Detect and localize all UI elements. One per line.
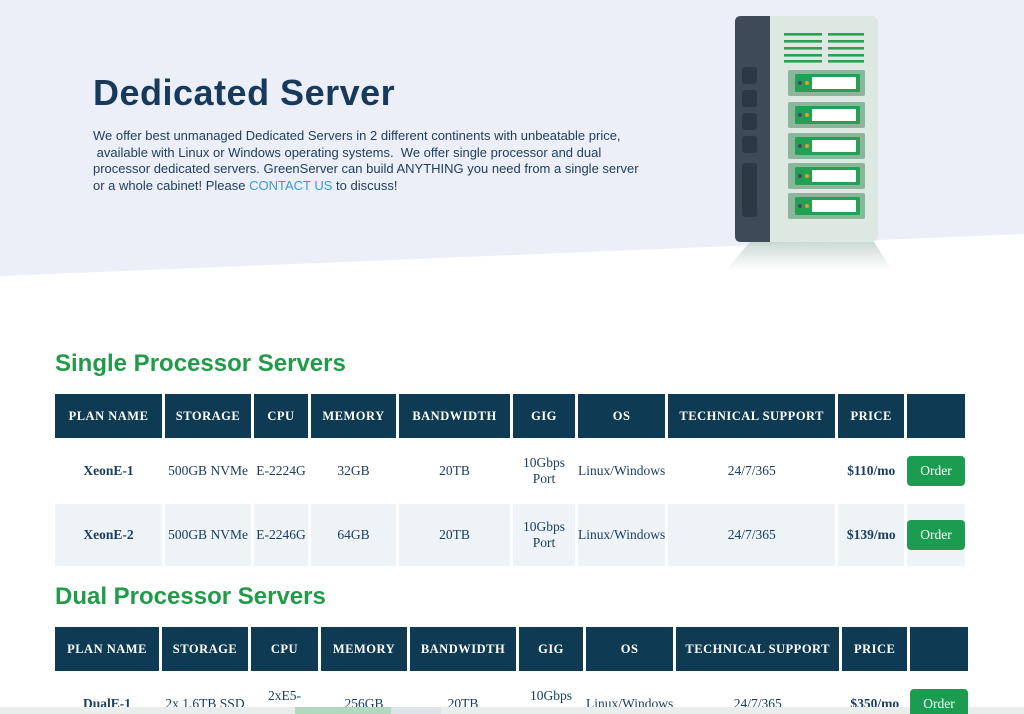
server-rack-illustration bbox=[722, 12, 894, 272]
memory-cell: 64GB bbox=[311, 504, 396, 566]
cpu-cell: E-2224G bbox=[254, 440, 308, 502]
cpu-cell: E-2246G bbox=[254, 504, 308, 566]
hero-description: We offer best unmanaged Dedicated Server… bbox=[93, 128, 693, 194]
horizontal-scrollbar-thumb[interactable] bbox=[295, 707, 391, 714]
price-cell: $110/mo bbox=[838, 440, 905, 502]
col-cpu: CPU bbox=[254, 394, 308, 438]
dual-processor-table: PLAN NAME STORAGE CPU MEMORY BANDWIDTH G… bbox=[52, 625, 971, 714]
col-cpu: CPU bbox=[251, 627, 318, 671]
horizontal-scrollbar-track[interactable] bbox=[0, 707, 1024, 714]
os-cell: Linux/Windows bbox=[578, 440, 666, 502]
col-technical-support: TECHNICAL SUPPORT bbox=[676, 627, 840, 671]
gig-cell: 10Gbps Port bbox=[513, 440, 575, 502]
order-button[interactable]: Order bbox=[910, 689, 968, 714]
support-cell: 24/7/365 bbox=[668, 440, 836, 502]
hero-description-tail: to discuss! bbox=[332, 177, 398, 193]
dual-processor-heading: Dual Processor Servers bbox=[55, 583, 326, 610]
hero-content: Dedicated Server We offer best unmanaged… bbox=[93, 72, 693, 194]
single-processor-heading: Single Processor Servers bbox=[55, 350, 346, 377]
order-button[interactable]: Order bbox=[907, 520, 965, 550]
bandwidth-cell: 20TB bbox=[399, 504, 510, 566]
page-title: Dedicated Server bbox=[93, 72, 396, 113]
table-row: XeonE-2 500GB NVMe E-2246G 64GB 20TB 10G… bbox=[55, 504, 965, 566]
order-cell: Order bbox=[907, 440, 965, 502]
os-cell: Linux/Windows bbox=[578, 504, 666, 566]
col-storage: STORAGE bbox=[165, 394, 251, 438]
col-plan-name: PLAN NAME bbox=[55, 627, 159, 671]
col-price: PRICE bbox=[838, 394, 905, 438]
col-bandwidth: BANDWIDTH bbox=[399, 394, 510, 438]
col-technical-support: TECHNICAL SUPPORT bbox=[668, 394, 836, 438]
server-rack-icon bbox=[726, 16, 892, 270]
col-gig: GIG bbox=[513, 394, 575, 438]
table-header-row: PLAN NAME STORAGE CPU MEMORY BANDWIDTH G… bbox=[55, 627, 968, 671]
col-storage: STORAGE bbox=[162, 627, 248, 671]
col-bandwidth: BANDWIDTH bbox=[410, 627, 516, 671]
col-memory: MEMORY bbox=[311, 394, 396, 438]
horizontal-scrollbar-segment bbox=[391, 707, 441, 714]
plans-area: Single Processor Servers PLAN NAME STORA… bbox=[0, 280, 1024, 714]
contact-us-link[interactable]: CONTACT US bbox=[249, 177, 333, 193]
plan-name-cell: XeonE-2 bbox=[55, 504, 162, 566]
order-cell: Order bbox=[910, 673, 968, 714]
table-row: XeonE-1 500GB NVMe E-2224G 32GB 20TB 10G… bbox=[55, 440, 965, 502]
order-button[interactable]: Order bbox=[907, 456, 965, 486]
gig-cell: 10Gbps Port bbox=[513, 504, 575, 566]
col-os: OS bbox=[586, 627, 674, 671]
memory-cell: 32GB bbox=[311, 440, 396, 502]
col-price: PRICE bbox=[842, 627, 908, 671]
hero-description-text: We offer best unmanaged Dedicated Server… bbox=[93, 128, 639, 193]
single-processor-table: PLAN NAME STORAGE CPU MEMORY BANDWIDTH G… bbox=[52, 392, 968, 568]
table-header-row: PLAN NAME STORAGE CPU MEMORY BANDWIDTH G… bbox=[55, 394, 965, 438]
col-memory: MEMORY bbox=[321, 627, 407, 671]
col-order bbox=[910, 627, 968, 671]
col-order bbox=[907, 394, 965, 438]
col-os: OS bbox=[578, 394, 666, 438]
storage-cell: 500GB NVMe bbox=[165, 440, 251, 502]
price-cell: $139/mo bbox=[838, 504, 905, 566]
bandwidth-cell: 20TB bbox=[399, 440, 510, 502]
storage-cell: 500GB NVMe bbox=[165, 504, 251, 566]
plan-name-cell: XeonE-1 bbox=[55, 440, 162, 502]
col-plan-name: PLAN NAME bbox=[55, 394, 162, 438]
order-cell: Order bbox=[907, 504, 965, 566]
col-gig: GIG bbox=[519, 627, 583, 671]
support-cell: 24/7/365 bbox=[668, 504, 836, 566]
